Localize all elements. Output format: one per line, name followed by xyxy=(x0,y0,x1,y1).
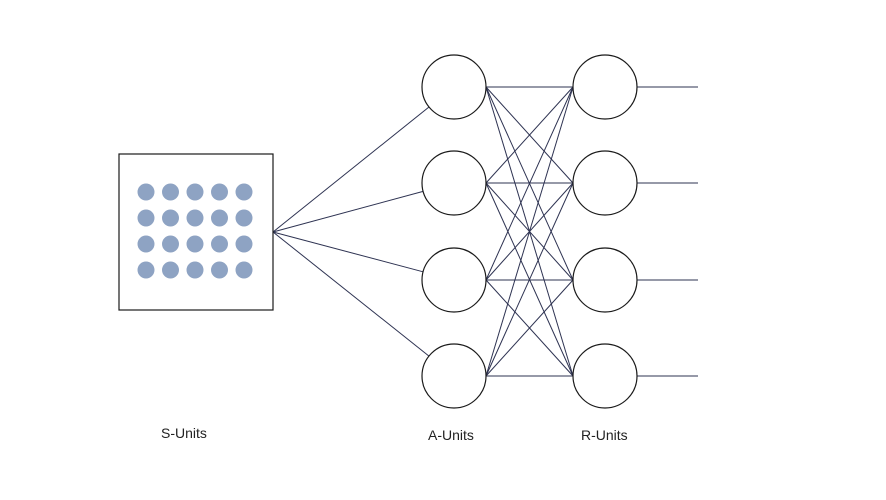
sensor-dot xyxy=(211,209,228,227)
sensor-dot xyxy=(235,209,253,227)
r-units-label: R-Units xyxy=(581,427,628,443)
a-unit-node-4 xyxy=(421,343,487,409)
sensor-dot xyxy=(162,235,179,253)
a-units-label: A-Units xyxy=(428,427,474,443)
sensor-dot xyxy=(186,235,204,253)
line-s-to-a-2 xyxy=(272,190,424,233)
sensor-dot xyxy=(162,183,179,201)
line-a3-to-r1 xyxy=(485,86,574,281)
sensor-dot xyxy=(162,209,179,227)
s-unit-box xyxy=(118,153,274,311)
line-s-to-a-1 xyxy=(272,106,430,233)
r-unit-node-1 xyxy=(572,54,638,120)
a-unit-column xyxy=(421,54,487,409)
s-units-label: S-Units xyxy=(161,425,207,441)
line-s-to-a-4 xyxy=(272,231,430,357)
line-a4-to-r3 xyxy=(485,279,574,377)
r-unit-node-4 xyxy=(572,343,638,409)
sensor-dot xyxy=(211,183,228,201)
connection-lines xyxy=(272,86,574,377)
line-a4-to-r2 xyxy=(485,182,574,377)
line-a2-to-r1 xyxy=(485,86,574,184)
sensor-dot-grid xyxy=(137,183,253,279)
output-lines xyxy=(637,86,698,377)
sensor-dot xyxy=(235,235,253,253)
sensor-dot xyxy=(186,183,204,201)
sensor-dot xyxy=(162,261,179,279)
sensor-dot xyxy=(186,261,204,279)
r-unit-node-3 xyxy=(572,247,638,313)
sensor-dot xyxy=(211,235,228,253)
sensor-dot xyxy=(235,183,253,201)
line-a4-to-r1 xyxy=(485,86,574,377)
a-unit-node-3 xyxy=(421,247,487,313)
r-unit-node-2 xyxy=(572,150,638,216)
a-unit-node-1 xyxy=(421,54,487,120)
r-unit-column xyxy=(572,54,638,409)
sensor-dot xyxy=(137,183,155,201)
line-s-to-a-3 xyxy=(272,231,424,273)
sensor-dot xyxy=(137,235,155,253)
a-unit-node-2 xyxy=(421,150,487,216)
sensor-dot xyxy=(235,261,253,279)
sensor-dot xyxy=(137,209,155,227)
sensor-dot xyxy=(137,261,155,279)
sensor-dot xyxy=(186,209,204,227)
sensor-dot xyxy=(211,261,228,279)
